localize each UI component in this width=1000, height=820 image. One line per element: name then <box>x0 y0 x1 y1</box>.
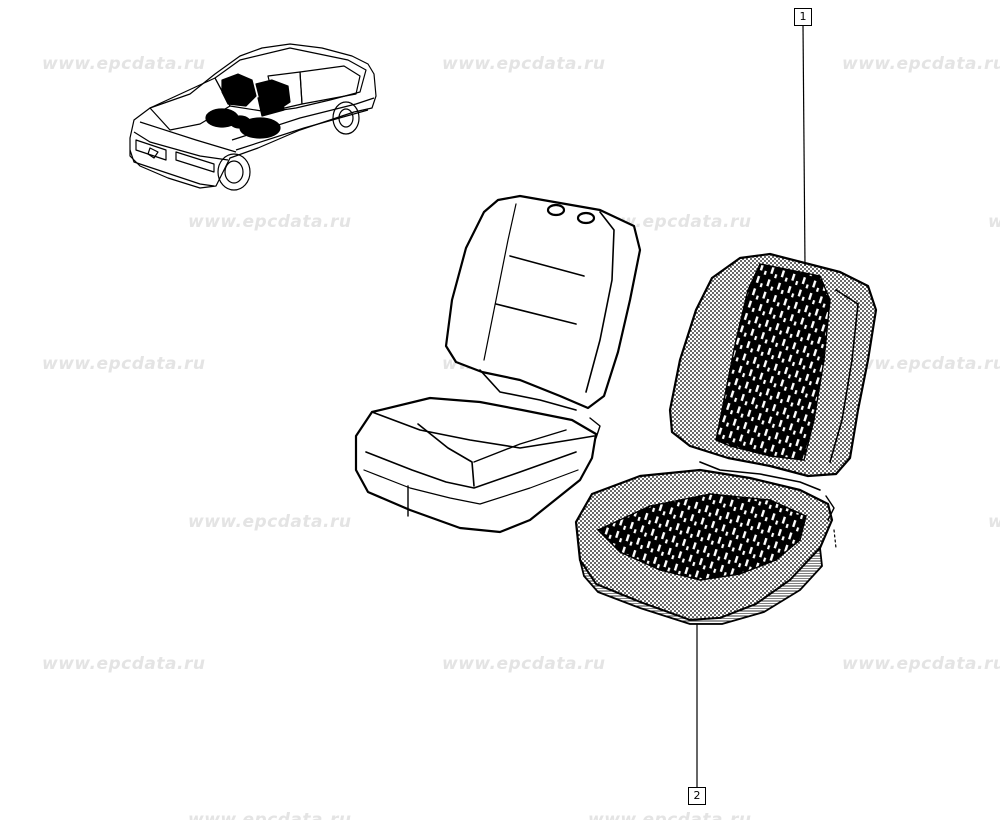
callout-1[interactable]: 1 <box>794 8 812 26</box>
callout-2[interactable]: 2 <box>688 787 706 805</box>
seat-trim-illustration <box>574 252 878 625</box>
car-locator-icon <box>129 43 377 191</box>
leader-line-1 <box>802 24 806 267</box>
leader-lines <box>696 24 806 787</box>
seat-outline-illustration <box>354 194 642 534</box>
